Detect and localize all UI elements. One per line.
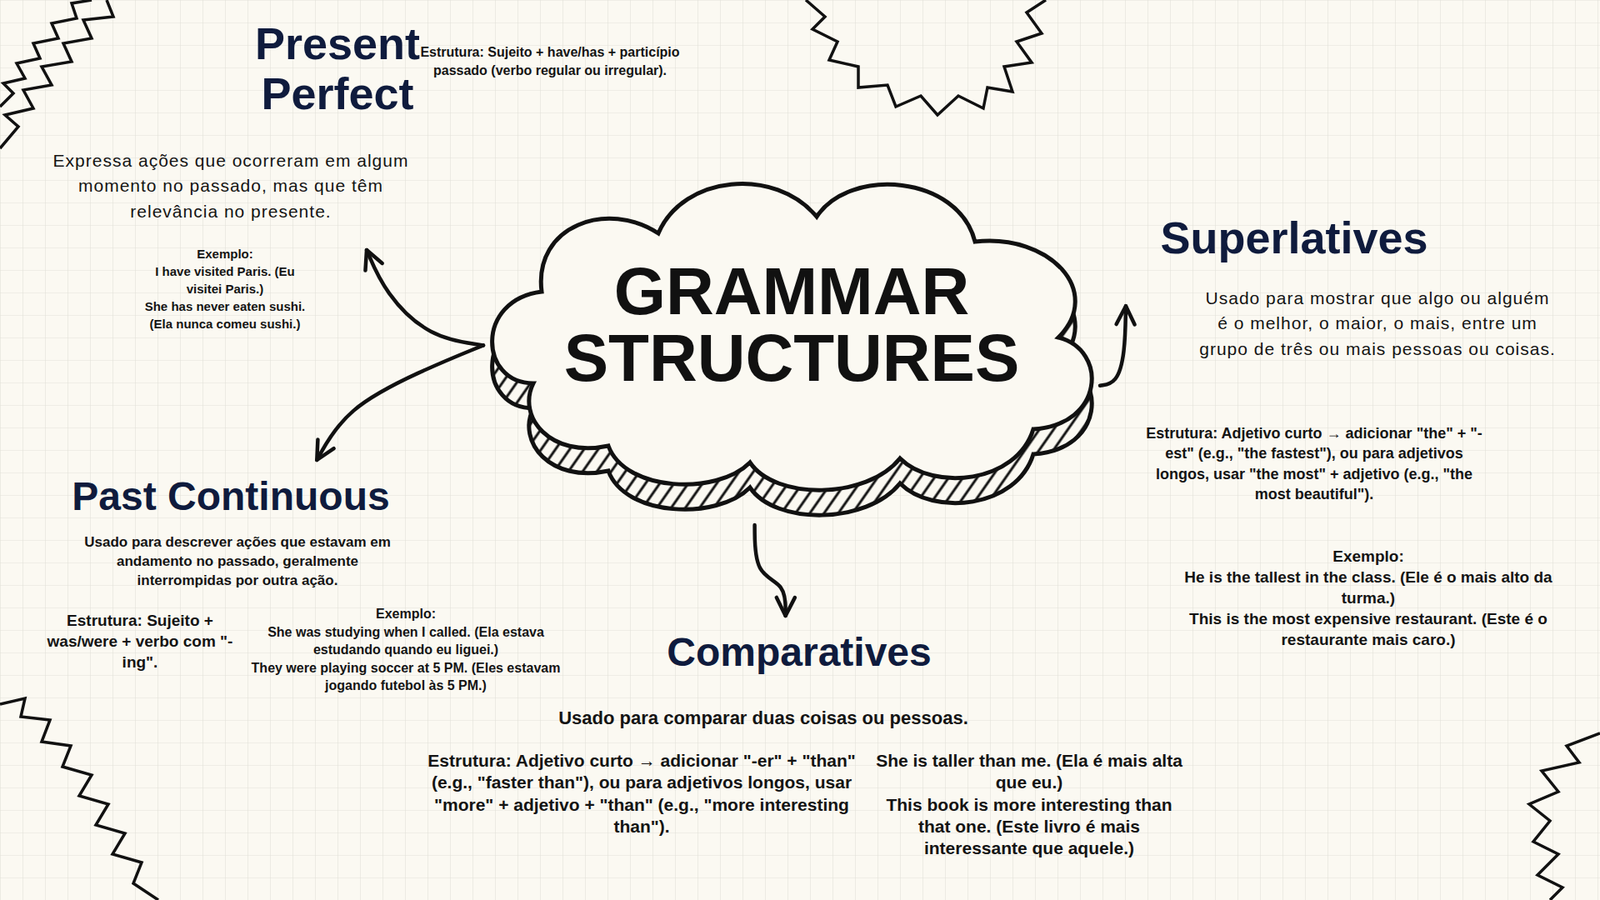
example-sentence: This book is more interesting than that … bbox=[870, 794, 1188, 860]
structure-note: Estrutura: Sujeito + have/has + particíp… bbox=[416, 43, 684, 80]
branch-arrow bbox=[1100, 305, 1126, 386]
topic-heading: Past Continuous bbox=[55, 473, 406, 520]
example-sentence: This is the most expensive restaurant. (… bbox=[1168, 608, 1569, 650]
zigzag-decoration bbox=[1529, 733, 1600, 900]
text-column: Estrutura: Sujeito + have/has + particíp… bbox=[416, 43, 684, 80]
zigzag-decoration bbox=[0, 0, 92, 107]
description-text: Usado para descrever ações que estavam e… bbox=[70, 533, 405, 591]
description-text: Usado para comparar duas coisas ou pesso… bbox=[505, 706, 1022, 731]
text-column: Usado para comparar duas coisas ou pesso… bbox=[505, 706, 1022, 731]
text-column: Comparatives bbox=[632, 629, 966, 675]
branch-arrow bbox=[755, 525, 786, 616]
text-column: Present Perfect bbox=[241, 18, 434, 120]
example-sentence: She has never eaten sushi. (Ela nunca co… bbox=[141, 297, 309, 333]
example-sentence: She was studying when I called. (Ela est… bbox=[247, 623, 565, 660]
text-column: Usado para descrever ações que estavam e… bbox=[70, 533, 405, 591]
text-column: Estrutura: Adjetivo curto → adicionar "t… bbox=[1139, 423, 1490, 505]
description-text: Expressa ações que ocorreram em algum mo… bbox=[43, 148, 419, 225]
branch-arrow bbox=[366, 250, 484, 345]
branch-arrow bbox=[316, 345, 484, 460]
cloud-body bbox=[492, 184, 1093, 491]
text-column: Expressa ações que ocorreram em algum mo… bbox=[43, 148, 419, 225]
text-column: Exemplo:I have visited Paris. (Eu visite… bbox=[141, 245, 309, 333]
example-label: Exemplo: bbox=[247, 605, 565, 624]
topic-heading: Superlatives bbox=[1144, 212, 1445, 263]
structure-note: Estrutura: Adjetivo curto → adicionar "t… bbox=[1139, 423, 1490, 505]
text-column: Usado para mostrar que algo ou alguém é … bbox=[1198, 285, 1557, 362]
text-column: Past Continuous bbox=[55, 473, 406, 520]
topic-group: ComparativesUsado para comparar duas coi… bbox=[415, 624, 1193, 865]
topic-group: Present PerfectEstrutura: Sujeito + have… bbox=[38, 13, 689, 338]
central-cloud: GRAMMAR STRUCTURES bbox=[483, 158, 1100, 525]
topic-heading: Comparatives bbox=[632, 629, 966, 675]
topic-group: Past ContinuousUsado para descrever açõe… bbox=[39, 468, 570, 700]
example-sentence: She is taller than me. (Ela é mais alta … bbox=[870, 750, 1188, 795]
topic-heading: Present Perfect bbox=[241, 18, 434, 120]
description-text: Usado para mostrar que algo ou alguém é … bbox=[1198, 285, 1557, 362]
structure-note: Estrutura: Sujeito + was/were + verbo co… bbox=[44, 610, 236, 673]
text-column: She is taller than me. (Ela é mais alta … bbox=[870, 750, 1188, 860]
text-column: Exemplo:She was studying when I called. … bbox=[247, 605, 565, 695]
zigzag-decoration bbox=[0, 0, 114, 149]
example-sentence: They were playing soccer at 5 PM. (Eles … bbox=[247, 659, 565, 695]
text-column: Superlatives bbox=[1144, 212, 1445, 263]
example-sentence: He is the tallest in the class. (Ele é o… bbox=[1168, 566, 1569, 609]
example-label: Exemplo: bbox=[1168, 545, 1569, 567]
zigzag-decoration bbox=[0, 698, 159, 900]
text-column: Estrutura: Adjetivo curto → adicionar "-… bbox=[420, 750, 863, 838]
text-column: Exemplo:He is the tallest in the class. … bbox=[1168, 545, 1569, 650]
example-label: Exemplo: bbox=[141, 245, 309, 263]
structure-note: Estrutura: Adjetivo curto → adicionar "-… bbox=[420, 750, 863, 838]
text-column: Estrutura: Sujeito + was/were + verbo co… bbox=[44, 610, 236, 673]
example-sentence: I have visited Paris. (Eu visitei Paris.… bbox=[141, 262, 309, 298]
topic-group: SuperlativesUsado para mostrar que algo … bbox=[1134, 207, 1574, 655]
central-title: GRAMMAR STRUCTURES bbox=[558, 258, 1025, 392]
zigzag-decoration bbox=[805, 0, 1046, 115]
